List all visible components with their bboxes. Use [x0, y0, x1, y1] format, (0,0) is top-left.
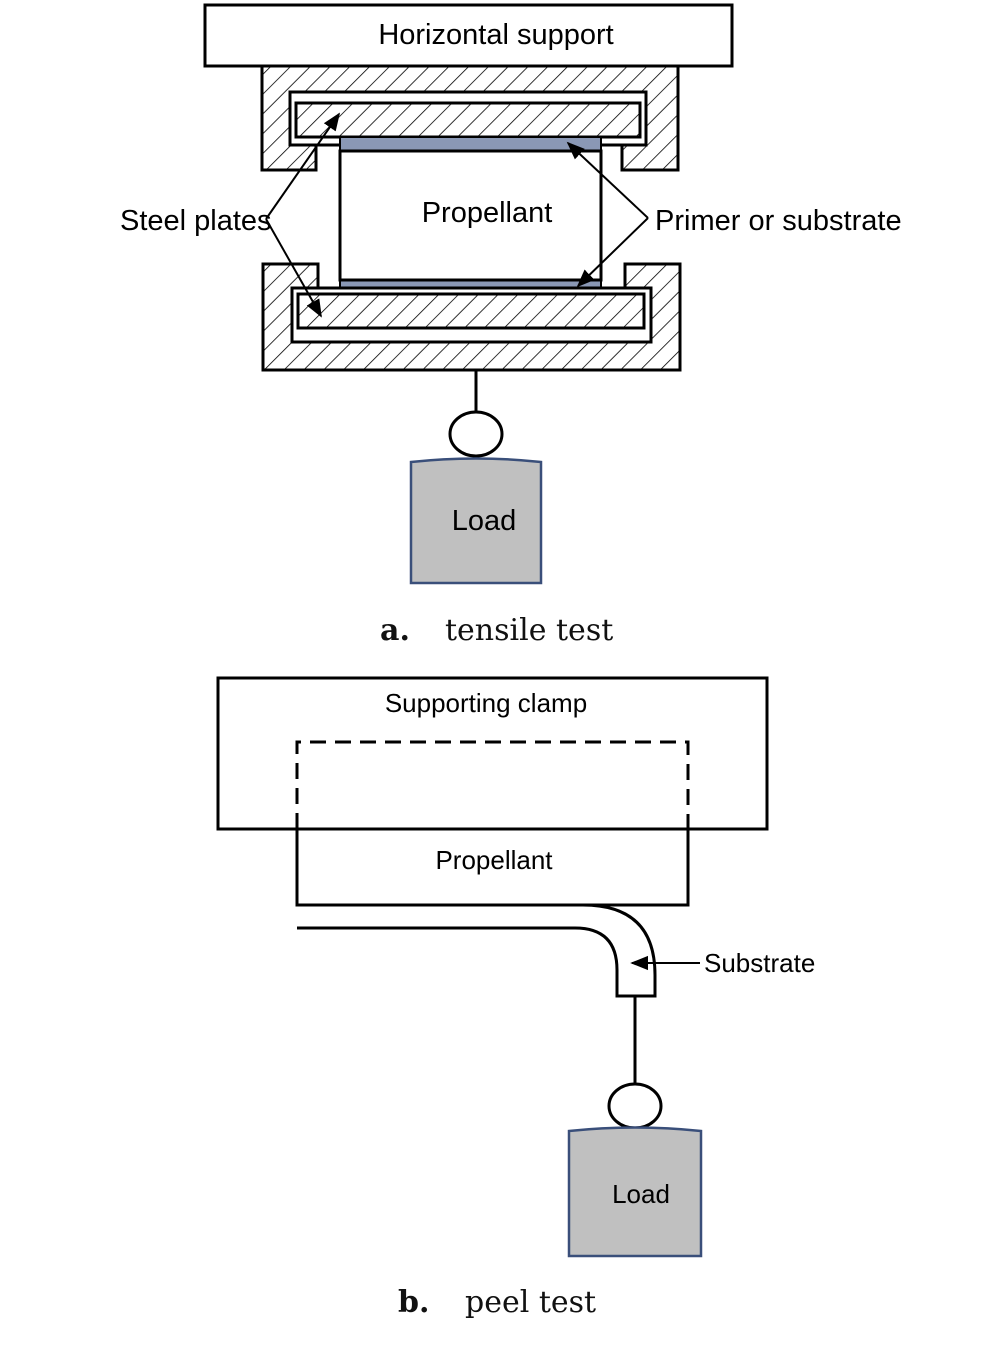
caption-a: a. tensile test	[380, 613, 613, 648]
load-weight-b	[567, 1126, 703, 1258]
substrate-label: Substrate	[704, 948, 815, 978]
load-weight-a	[409, 457, 543, 585]
load-hook-a	[448, 410, 504, 458]
propellant-hidden-outline	[295, 740, 690, 829]
propellant-label: Propellant	[422, 197, 553, 229]
caption-b-letter: b.	[398, 1285, 429, 1320]
steel-plates-arrow-lower	[265, 218, 322, 318]
load-label-b: Load	[612, 1179, 670, 1209]
primer-arrow-upper	[566, 141, 649, 219]
substrate-strip	[297, 903, 657, 998]
caption-b: b. peel test	[398, 1285, 596, 1320]
upper-steel-plate	[294, 101, 642, 139]
panel-a-tensile-test: Horizontal support Propellant Steel plat…	[120, 3, 902, 648]
load-label-a: Load	[452, 505, 517, 537]
horizontal-support-label: Horizontal support	[378, 19, 613, 51]
steel-plates-arrow-upper	[265, 112, 341, 220]
supporting-clamp	[216, 676, 769, 831]
supporting-clamp-label: Supporting clamp	[385, 688, 587, 718]
panel-b-peel-test: Supporting clamp Propellant Substrate Lo…	[216, 676, 815, 1320]
horizontal-support	[203, 3, 734, 68]
propellant-block	[338, 149, 603, 282]
caption-b-text: peel test	[465, 1285, 596, 1320]
primer-or-substrate-label: Primer or substrate	[655, 205, 902, 237]
propellant-label-b: Propellant	[435, 845, 553, 875]
caption-a-text: tensile test	[445, 613, 613, 648]
load-hook-b	[607, 1082, 663, 1130]
primer-arrow-lower	[576, 217, 649, 288]
steel-plates-label: Steel plates	[120, 205, 272, 237]
upper-primer-layer	[339, 136, 602, 152]
lower-steel-plate	[296, 292, 646, 330]
caption-a-letter: a.	[380, 613, 410, 648]
